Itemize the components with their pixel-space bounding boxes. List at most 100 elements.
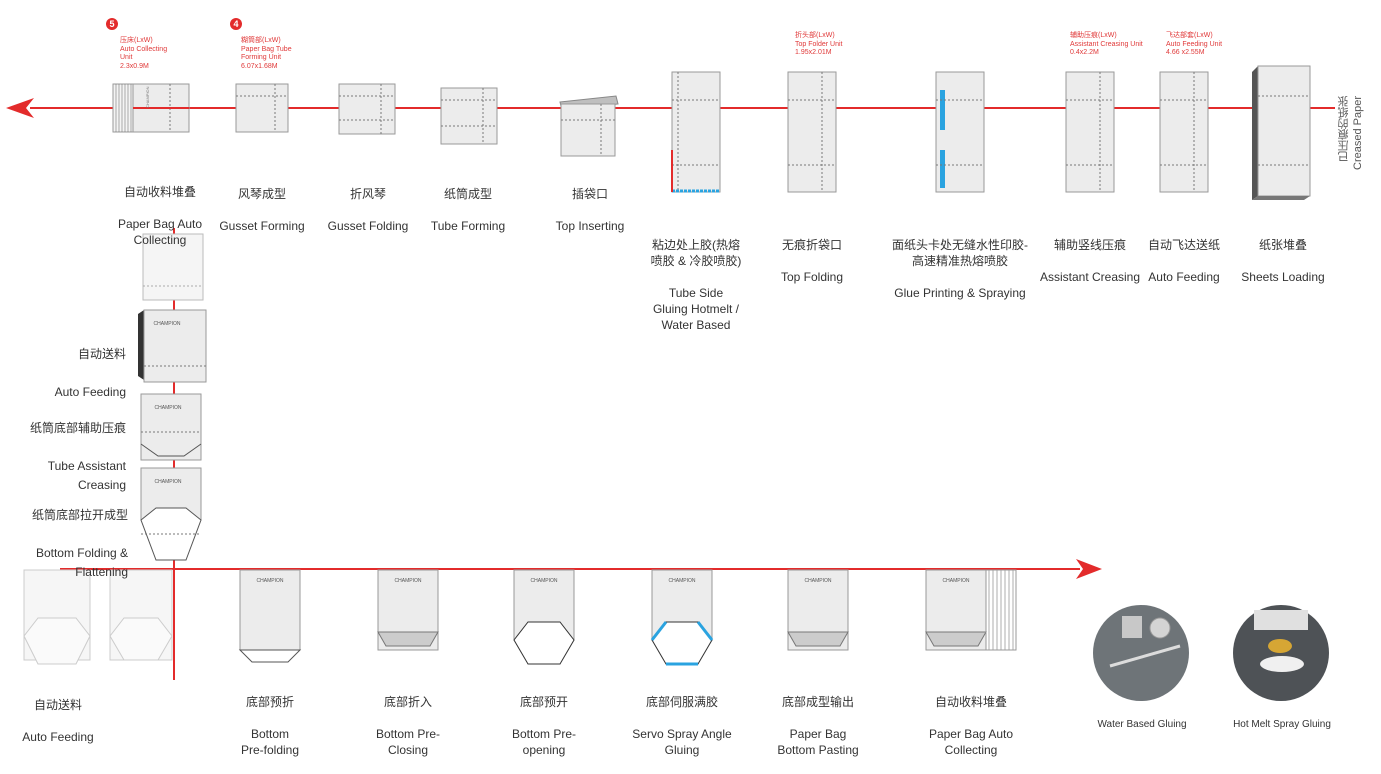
illus-top-inserting [559,95,619,157]
step-label-en: Auto Feeding [22,730,94,744]
spec-top-folding: 折头部(LxW) Top Folder Unit 1.95x2.01M [795,32,843,56]
step-label-cn: 底部折入 [383,695,432,709]
side-label-en: Creased Paper [1352,96,1364,170]
step-label-en: Auto Feeding [54,385,126,399]
brand-mark: CHAMPION [154,321,181,327]
illus-bottom-preclosing [377,569,439,651]
brand-mark: CHAMPION [155,479,182,485]
illus-tube-forming [440,87,498,145]
step-label: 自动收料堆叠 Paper Bag Auto Collecting [906,678,1036,774]
spec-gusset-forming: 糊筒部(LxW) Paper Bag Tube Forming Unit 6.0… [241,37,292,70]
step-label: 底部预开 Bottom Pre- opening [492,678,596,774]
step-label-cn: 辅助竖线压痕 [1053,238,1126,252]
illus-auto-collecting: CHAMPION [112,83,190,133]
brand-mark: CHAMPION [155,405,182,411]
illus-auto-feeding-top [1159,71,1209,193]
step-label: 无痕折袋口 Top Folding [762,221,862,301]
step-label-cn: 底部伺服满胶 [645,695,718,709]
step-label-en: Tube Forming [430,219,506,233]
illus-gusset-forming [235,83,289,133]
step-label-en: Paper Bag Bottom Pasting [777,727,859,757]
illus-gusset-folding [338,83,396,135]
side-label-cn: 已压痕的纸张 [1338,96,1350,162]
step-label-en: Bottom Pre-folding [240,727,300,757]
step-label-cn: 底部预开 [519,695,568,709]
illus-bottom-preopening [513,569,575,665]
step-label-cn: 底部成型输出 [781,695,854,709]
step-label: 纸筒成型 Tube Forming [418,170,518,250]
step-label: 底部伺服满胶 Servo Spray Angle Gluing [620,678,744,774]
step-label-en: Tube Side Gluing Hotmelt / Water Based [652,286,740,332]
illus-bottom-folding-flattening [140,467,202,561]
step-label-en: Auto Feeding [1148,270,1220,284]
illus-bottom-pasting [787,569,849,651]
brand-mark: CHAMPION [805,578,832,584]
spec-assistant-creasing: 辅助压痕(LxW) Assistant Creasing Unit 0.4x2.… [1070,32,1143,56]
step-label-cn: 自动飞达送纸 [1147,238,1220,252]
step-label-en: Top Inserting [555,219,625,233]
step-label-en: Gusset Forming [219,219,305,233]
illus-top-folding [787,71,837,193]
step-label: 纸筒底部辅助压痕 Tube Assistant Creasing [2,400,126,514]
step-label-cn: 自动送料 [33,698,82,712]
badge-4: 4 [230,18,242,30]
step-label-cn: 自动送料 [77,347,126,361]
step-label: 辅助竖线压痕 Assistant Creasing [1038,221,1142,301]
photo-hot-melt-spray-gluing [1233,605,1329,701]
spec-auto-collecting: 压床(LxW) Auto Collecting Unit 2.3x0.9M [120,37,168,70]
spec-auto-feeding-top: 飞达部套(LxW) Auto Feeding Unit 4.66 x2.55M [1166,32,1223,56]
brand-marks: CHAMPION CHAMPION CHAMPION CHAMPION CHAMPION… [154,321,970,584]
brand-mark: CHAMPION [943,578,970,584]
step-label-en: Top Folding [780,270,844,284]
svg-text:CHAMPION: CHAMPION [145,86,150,108]
step-label: 底部成型输出 Paper Bag Bottom Pasting [758,678,878,774]
step-label-cn: 粘边处上胶(热熔 喷胶 & 冷胶喷胶) [650,238,742,268]
step-label: 自动收料堆叠 Paper Bag Auto Collecting [96,168,224,264]
illus-left-sheet-1 [142,233,204,301]
step-label: 纸筒底部拉开成型 Bottom Folding & Flattening [2,487,128,601]
brand-mark: CHAMPION [669,578,696,584]
step-label-cn: 风琴成型 [237,187,286,201]
step-label-cn: 自动收料堆叠 [123,185,196,199]
step-label-cn: 纸筒成型 [443,187,492,201]
bottom-flow-arrowhead [1076,559,1102,579]
step-label-cn: 纸筒底部辅助压痕 [29,421,126,435]
photo-caption: Water Based Gluing [1097,719,1187,730]
step-label-en: Bottom Pre- opening [511,727,577,757]
step-label: 插袋口 Top Inserting [540,170,640,250]
step-label-cn: 插袋口 [571,187,608,201]
brand-mark: CHAMPION [257,578,284,584]
illus-auto-feeding-left [138,309,207,383]
step-label-cn: 无痕折袋口 [781,238,842,252]
top-flow-arrowhead [6,98,34,118]
step-label-cn: 折风琴 [349,187,386,201]
step-label-cn: 底部预折 [245,695,294,709]
step-label-en: Paper Bag Auto Collecting [928,727,1014,757]
photo-water-based-gluing [1093,605,1189,701]
brand-mark: CHAMPION [395,578,422,584]
step-label-en: Tube Assistant Creasing [47,459,126,492]
step-label-en: Servo Spray Angle Gluing [632,727,732,757]
step-label-cn: 纸张堆叠 [1258,238,1307,252]
step-label-cn: 自动收料堆叠 [934,695,1007,709]
step-label: 粘边处上胶(热熔 喷胶 & 冷胶喷胶) Tube Side Gluing Hot… [634,221,758,349]
step-label-en: Assistant Creasing [1039,270,1141,284]
illus-sheets-loading [1252,65,1311,200]
illus-auto-feeding-bottom [23,569,173,665]
illus-auto-collecting-bottom [925,569,1017,651]
illus-servo-spray [650,569,714,666]
illus-assistant-creasing [1065,71,1115,193]
step-label-en: Glue Printing & Spraying [894,286,1026,300]
illus-tube-assistant-creasing [140,393,202,461]
step-label-en: Paper Bag Auto Collecting [117,217,203,247]
step-label: 风琴成型 Gusset Forming [212,170,312,250]
illus-glue-printing [935,71,985,193]
step-label: 底部预折 Bottom Pre-folding [220,678,320,774]
step-label: 纸张堆叠 Sheets Loading [1236,221,1330,301]
step-label: 面纸头卡处无缝水性印胶- 高速精准热熔喷胶 Glue Printing & Sp… [880,221,1040,317]
step-label-en: Sheets Loading [1241,270,1325,284]
step-label-cn: 面纸头卡处无缝水性印胶- 高速精准热熔喷胶 [892,238,1028,268]
illus-bottom-prefolding [238,569,302,663]
brand-mark: CHAMPION [531,578,558,584]
step-label-en: Bottom Pre- Closing [375,727,441,757]
